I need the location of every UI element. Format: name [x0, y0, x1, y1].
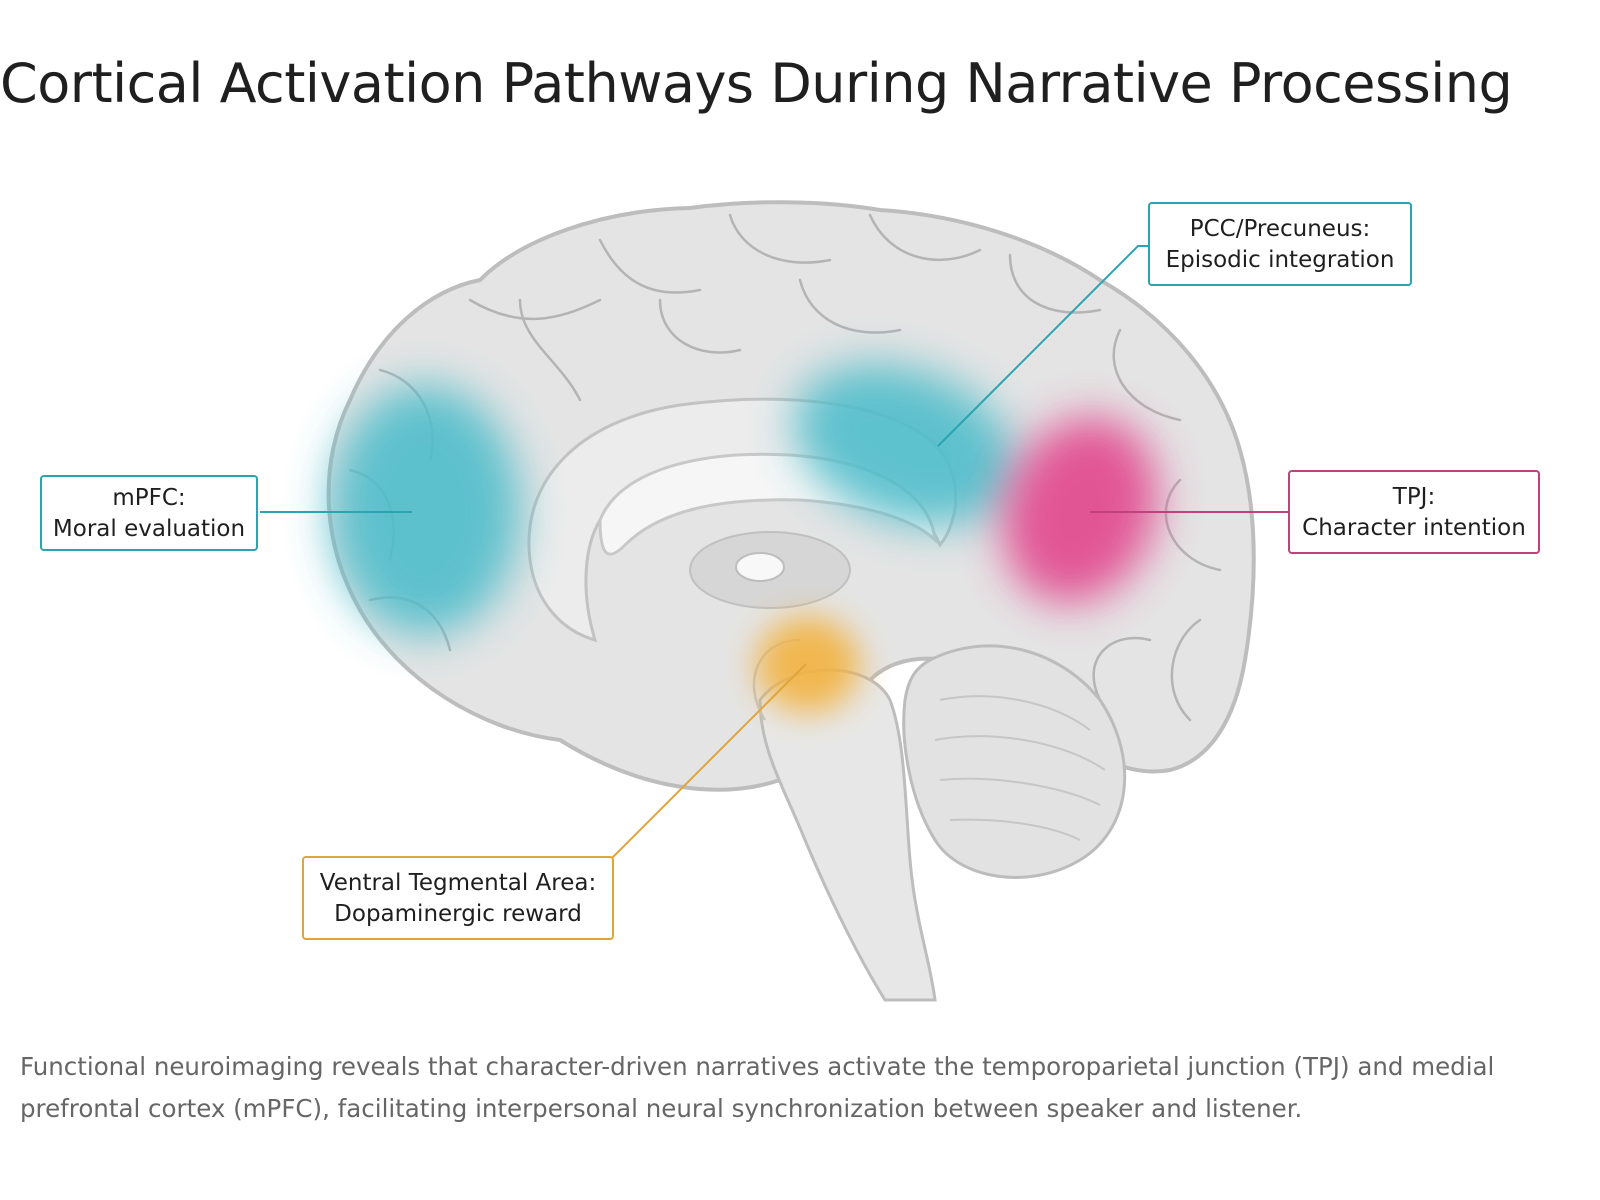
mpfc-callout-title: mPFC: [112, 485, 186, 511]
pcc-callout-title: PCC/Precuneus: [1189, 216, 1371, 242]
mpfc-callout: mPFC: Moral evaluation [40, 475, 258, 551]
vta-leader-line [611, 663, 807, 859]
tpj-activation [1002, 417, 1158, 603]
brainstem [758, 668, 937, 1002]
pcc-activation [793, 364, 1017, 526]
page-title: Cortical Activation Pathways During Narr… [0, 52, 1513, 115]
ventricle [735, 552, 785, 582]
tpj-callout-text: Character intention [1302, 515, 1526, 541]
brain-diagram [260, 200, 1290, 1002]
vta-callout: Ventral Tegmental Area: Dopaminergic rew… [302, 856, 614, 940]
vta-callout-text: Dopaminergic reward [334, 901, 582, 927]
pcc-callout: PCC/Precuneus: Episodic integration [1148, 202, 1412, 286]
vta-callout-title: Ventral Tegmental Area: [319, 870, 597, 896]
pcc-callout-text: Episodic integration [1165, 247, 1395, 273]
mpfc-callout-text: Moral evaluation [52, 516, 246, 542]
tpj-callout: TPJ: Character intention [1288, 470, 1540, 554]
pcc-leader-line [937, 245, 1150, 447]
figure-caption: Functional neuroimaging reveals that cha… [20, 1052, 1495, 1123]
tpj-callout-title: TPJ: [1392, 484, 1436, 510]
mpfc-activation [330, 385, 520, 635]
cerebellar-folia [934, 695, 1106, 841]
